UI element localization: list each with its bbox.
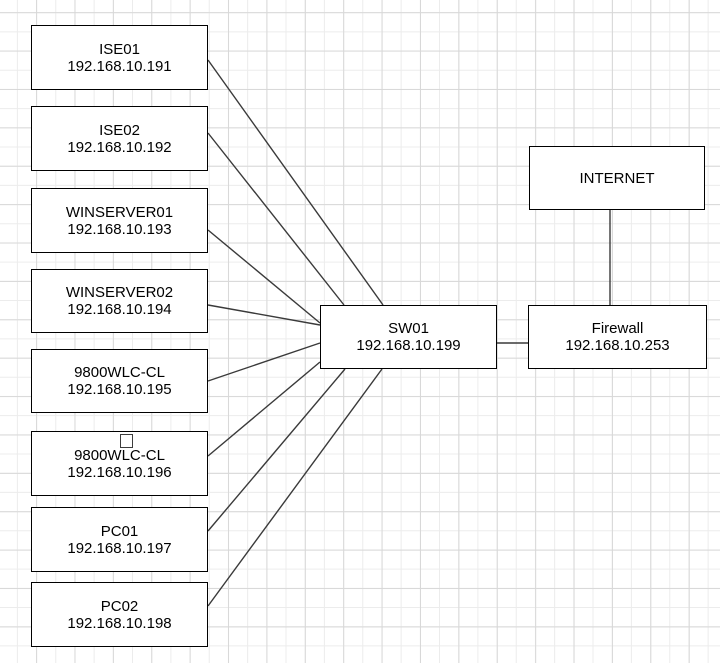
node-label: Firewall xyxy=(591,320,644,337)
node-label: PC01 xyxy=(100,522,139,540)
node-label: ISE01 xyxy=(99,40,140,58)
edge-pc01-to-sw01[interactable] xyxy=(207,368,346,532)
edge-wlc196-to-sw01[interactable] xyxy=(207,361,321,457)
node-internet[interactable]: INTERNET xyxy=(529,146,705,210)
edge-wlc195-to-sw01[interactable] xyxy=(207,342,321,382)
node-ip: 192.168.10.192 xyxy=(67,138,172,156)
missing-glyph-box xyxy=(120,434,133,448)
node-label: PC02 xyxy=(100,597,139,615)
node-label: ISE02 xyxy=(99,121,140,139)
node-label: SW01 xyxy=(388,320,429,337)
node-winserver02[interactable]: WINSERVER02 192.168.10.194 xyxy=(31,269,208,333)
edge-pc02-to-sw01[interactable] xyxy=(207,368,383,607)
edge-winserver01-to-sw01[interactable] xyxy=(207,229,321,324)
node-ip: 192.168.10.198 xyxy=(67,614,172,632)
edge-ise02-to-sw01[interactable] xyxy=(207,132,345,306)
node-firewall[interactable]: Firewall 192.168.10.253 xyxy=(528,305,707,369)
node-label: WINSERVER01 xyxy=(65,203,174,221)
node-pc02[interactable]: PC02 192.168.10.198 xyxy=(31,582,208,647)
edge-winserver02-to-sw01[interactable] xyxy=(207,304,321,326)
node-label: 9800WLC-CL xyxy=(74,364,165,381)
node-ip: 192.168.10.253 xyxy=(565,337,670,354)
node-ise01[interactable]: ISE01 192.168.10.191 xyxy=(31,25,208,90)
edge-ise01-to-sw01[interactable] xyxy=(207,59,384,306)
node-label: INTERNET xyxy=(579,169,655,187)
node-ip: 192.168.10.193 xyxy=(67,220,172,238)
node-ip: 192.168.10.191 xyxy=(67,57,172,75)
node-ip: 192.168.10.197 xyxy=(67,539,172,557)
node-ip: 192.168.10.195 xyxy=(67,381,172,398)
node-winserver01[interactable]: WINSERVER01 192.168.10.193 xyxy=(31,188,208,253)
node-ise02[interactable]: ISE02 192.168.10.192 xyxy=(31,106,208,171)
node-pc01[interactable]: PC01 192.168.10.197 xyxy=(31,507,208,572)
node-9800wlc-cl-196[interactable]: 9800WLC-CL 192.168.10.196 xyxy=(31,431,208,496)
node-9800wlc-cl-195[interactable]: 9800WLC-CL 192.168.10.195 xyxy=(31,349,208,413)
node-ip: 192.168.10.199 xyxy=(356,337,461,354)
node-sw01[interactable]: SW01 192.168.10.199 xyxy=(320,305,497,369)
node-label: 9800WLC-CL xyxy=(74,446,165,464)
node-ip: 192.168.10.196 xyxy=(67,463,172,481)
node-label: WINSERVER02 xyxy=(65,284,174,301)
node-ip: 192.168.10.194 xyxy=(67,301,172,318)
